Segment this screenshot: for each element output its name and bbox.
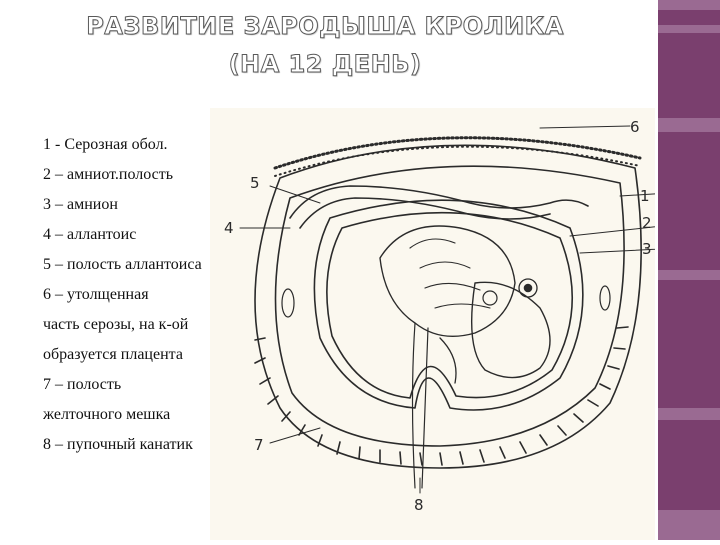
placenta-band-inner — [274, 145, 641, 177]
legend-item-4: 4 – аллантоис — [43, 226, 137, 243]
embryo-eye — [518, 278, 538, 298]
legend-item-7: 7 – полость — [43, 376, 122, 393]
legend-item-8: 8 – пупочный канатик — [43, 436, 193, 453]
embryo-brain-folds — [409, 238, 491, 309]
umbilical-cord-2 — [421, 327, 429, 489]
allantois-inner — [299, 197, 551, 229]
legend: 1 - Серозная обол. 2 – амниот.полость 3 … — [43, 130, 211, 460]
embryo-limb — [439, 337, 457, 384]
amnion — [313, 199, 584, 411]
label-6: 6 — [630, 118, 640, 136]
legend-item-1: 1 - Серозная обол. — [43, 136, 168, 153]
legend-item-6: 6 – утолщенная — [43, 286, 149, 303]
placenta-band — [273, 136, 642, 170]
legend-item-6-cont: часть серозы, на к-ой — [43, 316, 189, 333]
slide-subtitle: (НА 12 ДЕНЬ) — [228, 50, 422, 79]
umbilical-cord — [411, 322, 416, 489]
embryo-trunk — [471, 281, 551, 379]
leader-7 — [269, 427, 321, 444]
label-4: 4 — [224, 219, 234, 237]
side-vessel-left — [281, 288, 295, 318]
legend-item-3: 3 – амнион — [43, 196, 118, 213]
label-1: 1 — [640, 187, 650, 205]
legend-item-7-cont: желточного мешка — [43, 406, 171, 423]
leader-6 — [539, 125, 631, 129]
label-5: 5 — [250, 174, 260, 192]
embryo-eye-pupil — [523, 283, 533, 293]
legend-item-6-cont2: образуется плацента — [43, 346, 183, 363]
label-8: 8 — [414, 496, 424, 514]
decorative-sidebar — [658, 0, 720, 540]
sidebar-light-stripes — [658, 0, 720, 540]
legend-item-5: 5 – полость аллантоиса — [43, 256, 202, 273]
slide-title: РАЗВИТИЕ ЗАРОДЫША КРОЛИКА — [86, 12, 564, 41]
leader-5 — [269, 185, 321, 204]
label-3: 3 — [642, 240, 652, 258]
legend-item-2: 2 – амниот.полость — [43, 166, 174, 183]
side-vessel-right — [599, 285, 611, 311]
allantois — [289, 185, 589, 219]
yolk-sac-wall — [274, 165, 625, 447]
embryo-drawing: 6 5 1 4 2 3 7 8 — [224, 118, 691, 514]
label-2: 2 — [642, 214, 652, 232]
embryo-illustration: 6 5 1 4 2 3 7 8 — [210, 108, 691, 540]
serous-membrane — [254, 144, 642, 469]
yolk-sac-villi — [254, 326, 629, 466]
amnion-inner — [326, 211, 574, 399]
embryo-head — [379, 225, 516, 338]
label-7: 7 — [254, 436, 264, 454]
embryo-heart — [482, 290, 498, 306]
